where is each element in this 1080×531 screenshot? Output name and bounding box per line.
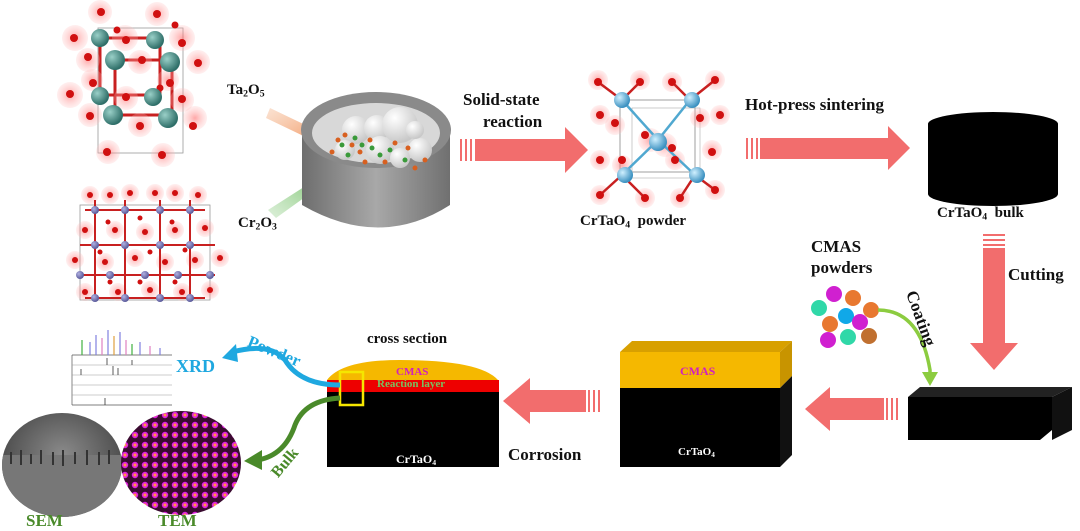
- cross-section-sample: [327, 360, 499, 467]
- coated-substrate-label: CrTaO4: [678, 446, 715, 459]
- crtao4-crystal-structure: [588, 70, 730, 208]
- cross-section-title: cross section: [367, 331, 448, 347]
- crtao4-powder-label: CrTaO4 powder: [580, 213, 686, 230]
- cross-section-substrate-label: CrTaO4: [396, 452, 436, 467]
- crtao4-powder-label-sub: 4: [625, 219, 631, 231]
- crtao4-bulk-label-suffix: bulk: [994, 205, 1024, 221]
- crtao4-bulk-label-sub: 4: [982, 211, 988, 223]
- cross-section-substrate-sub: 4: [432, 457, 437, 467]
- cr2o3-label-base: Cr: [238, 215, 256, 231]
- crtao4-powder-label-suffix: powder: [637, 213, 687, 229]
- corrosion-label: Corrosion: [508, 445, 582, 464]
- arrow-coated-sample: [805, 387, 898, 431]
- solid-state-label-line2: reaction: [483, 112, 543, 131]
- sem-image: [2, 413, 122, 517]
- analysis-region-box: [338, 370, 365, 407]
- ta2o5-label-base: Ta: [227, 82, 244, 98]
- ta2o5-label-sub2: 5: [259, 88, 265, 100]
- cross-section-substrate-base: CrTaO: [396, 452, 433, 466]
- cmas-powder-particles: [811, 286, 879, 348]
- cmas-powders-label-line1: CMAS: [811, 237, 862, 256]
- ta2o5-label-sub1: 2: [243, 88, 249, 100]
- arrow-hot-press-sintering: [746, 126, 910, 170]
- ta2o5-label-mid: O: [248, 82, 260, 98]
- powder-arrowhead: [222, 344, 238, 362]
- crtao4-bulk-label: CrTaO4 bulk: [937, 205, 1024, 222]
- solid-state-label-line1: Solid-state: [463, 90, 540, 109]
- cross-section-cmas-label: CMAS: [396, 366, 429, 378]
- powder-path-arrow: [231, 345, 341, 388]
- cr2o3-crystal-structure: [66, 184, 229, 302]
- crtao4-bulk-pellet: [928, 112, 1058, 206]
- cr2o3-label-sub1: 2: [255, 221, 261, 233]
- coating-arrow: [877, 308, 932, 378]
- hot-press-label: Hot-press sintering: [745, 95, 884, 114]
- coating-arrowhead: [922, 372, 938, 386]
- xrd-pattern-thumbnail: [71, 330, 172, 406]
- bulk-arrowhead: [244, 450, 262, 470]
- bulk-path-arrow: [257, 395, 341, 463]
- reaction-layer-label: Reaction layer: [377, 378, 446, 390]
- ta2o5-label: Ta2O5: [227, 82, 265, 99]
- tem-label: TEM: [158, 511, 197, 530]
- crtao4-bulk-label-base: CrTaO: [937, 205, 983, 221]
- tem-image: [121, 411, 241, 515]
- arrow-cutting: [970, 234, 1018, 370]
- arrow-corrosion: [503, 378, 600, 424]
- cr2o3-label-sub2: 3: [272, 221, 277, 233]
- cmas-coated-block: [620, 341, 792, 467]
- crtao4-powder-label-base: CrTaO: [580, 213, 626, 229]
- ta2o5-crystal-structure: [57, 0, 210, 167]
- coated-cmas-label: CMAS: [680, 364, 716, 378]
- arrow-solid-state-reaction: [460, 127, 588, 173]
- coated-substrate-sub: 4: [711, 450, 715, 459]
- sem-label: SEM: [26, 511, 63, 530]
- coated-substrate-base: CrTaO: [678, 446, 712, 458]
- ball-mill-jar: [301, 92, 451, 228]
- xrd-label: XRD: [176, 356, 215, 376]
- cr2o3-label: Cr2O3: [238, 215, 277, 232]
- cr2o3-label-mid: O: [260, 215, 273, 231]
- cmas-powders-label-line2: powders: [811, 258, 873, 277]
- cutting-label: Cutting: [1008, 265, 1064, 284]
- cut-crtao4-block: [908, 387, 1072, 440]
